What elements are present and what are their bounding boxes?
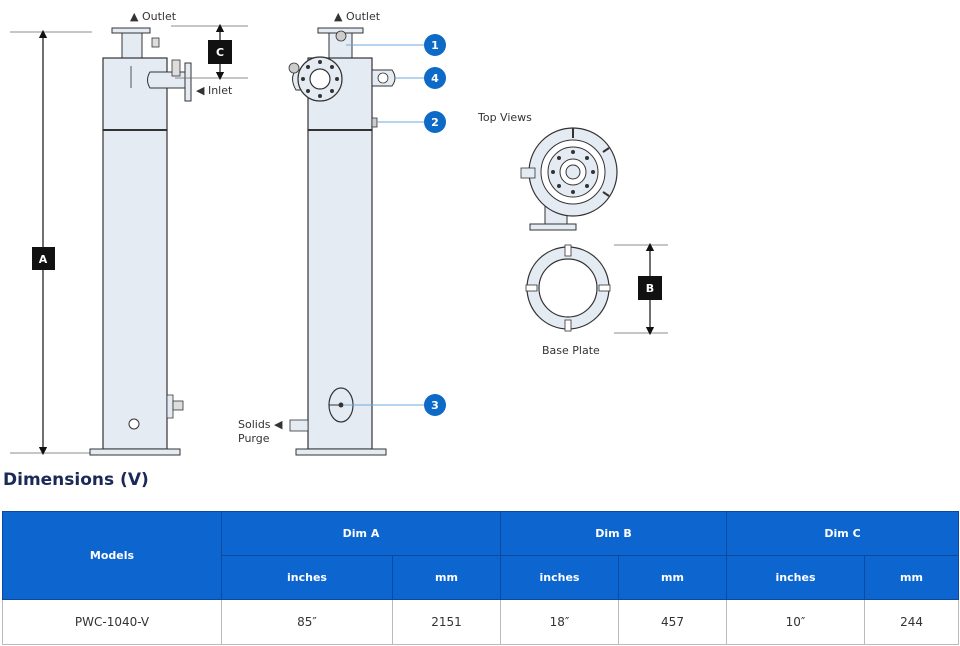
value-cell: 85″: [221, 599, 393, 645]
separator-diagram: A ▲ Outlet ◀ Inlet C ▲ Outlet: [10, 10, 668, 456]
outlet-label-left: ▲ Outlet: [130, 10, 177, 23]
top-views-label: Top Views: [477, 111, 532, 124]
dimension-b: B: [614, 242, 668, 336]
solids-purge-label-line1: Solids ◀: [238, 418, 283, 431]
dim-b-header: Dim B: [499, 511, 728, 556]
table-row: PWC-1040-V 85″ 2151 18″ 457 10″ 244: [2, 599, 960, 645]
outlet-label-right: ▲ Outlet: [334, 10, 381, 23]
dim-c-header: Dim C: [726, 511, 960, 556]
dimension-c: C: [171, 23, 248, 81]
unit-header: mm: [864, 555, 960, 600]
callout-1: 1: [346, 34, 446, 56]
models-header: Models: [2, 511, 222, 600]
table-header-row-units: inches mm inches mm inches mm: [3, 555, 960, 600]
dimensions-table: Models Dim A Dim B Dim C inches mm inche…: [2, 511, 960, 645]
solids-purge-label-line2: Purge: [238, 432, 270, 445]
dim-b-label: B: [646, 282, 654, 295]
callout-4: 4: [396, 67, 446, 89]
value-cell: 457: [617, 599, 728, 645]
unit-header: inches: [500, 555, 619, 600]
callout-4-number: 4: [431, 72, 439, 85]
vessel-front-view: ▲ Outlet Solids ◀ Purge: [238, 10, 396, 456]
value-cell: 18″: [500, 599, 619, 645]
value-cell: 2151: [392, 599, 501, 645]
section-title: Dimensions (V): [3, 470, 149, 490]
table-header-row-groups: Models Dim A Dim B Dim C: [2, 511, 960, 600]
unit-header: mm: [392, 555, 501, 600]
base-plate-drawing: [525, 244, 611, 332]
unit-header: inches: [221, 555, 393, 600]
inlet-label: ◀ Inlet: [196, 84, 233, 97]
callout-3-number: 3: [431, 399, 439, 412]
model-cell: PWC-1040-V: [2, 599, 222, 645]
callout-2: 2: [377, 111, 446, 133]
base-plate-label: Base Plate: [542, 344, 600, 357]
dim-a-header: Dim A: [221, 511, 501, 556]
callout-2-number: 2: [431, 116, 439, 129]
callout-1-number: 1: [431, 39, 439, 52]
value-cell: 244: [864, 599, 960, 645]
unit-header: inches: [726, 555, 866, 600]
top-view-drawing: [520, 127, 618, 231]
dimension-a: A: [10, 29, 92, 456]
vessel-side-view: ▲ Outlet ◀ Inlet: [89, 10, 233, 456]
callout-3: 3: [343, 394, 446, 416]
unit-header: mm: [617, 555, 728, 600]
value-cell: 10″: [726, 599, 866, 645]
dim-c-label: C: [216, 46, 224, 59]
dim-a-label: A: [39, 253, 48, 266]
